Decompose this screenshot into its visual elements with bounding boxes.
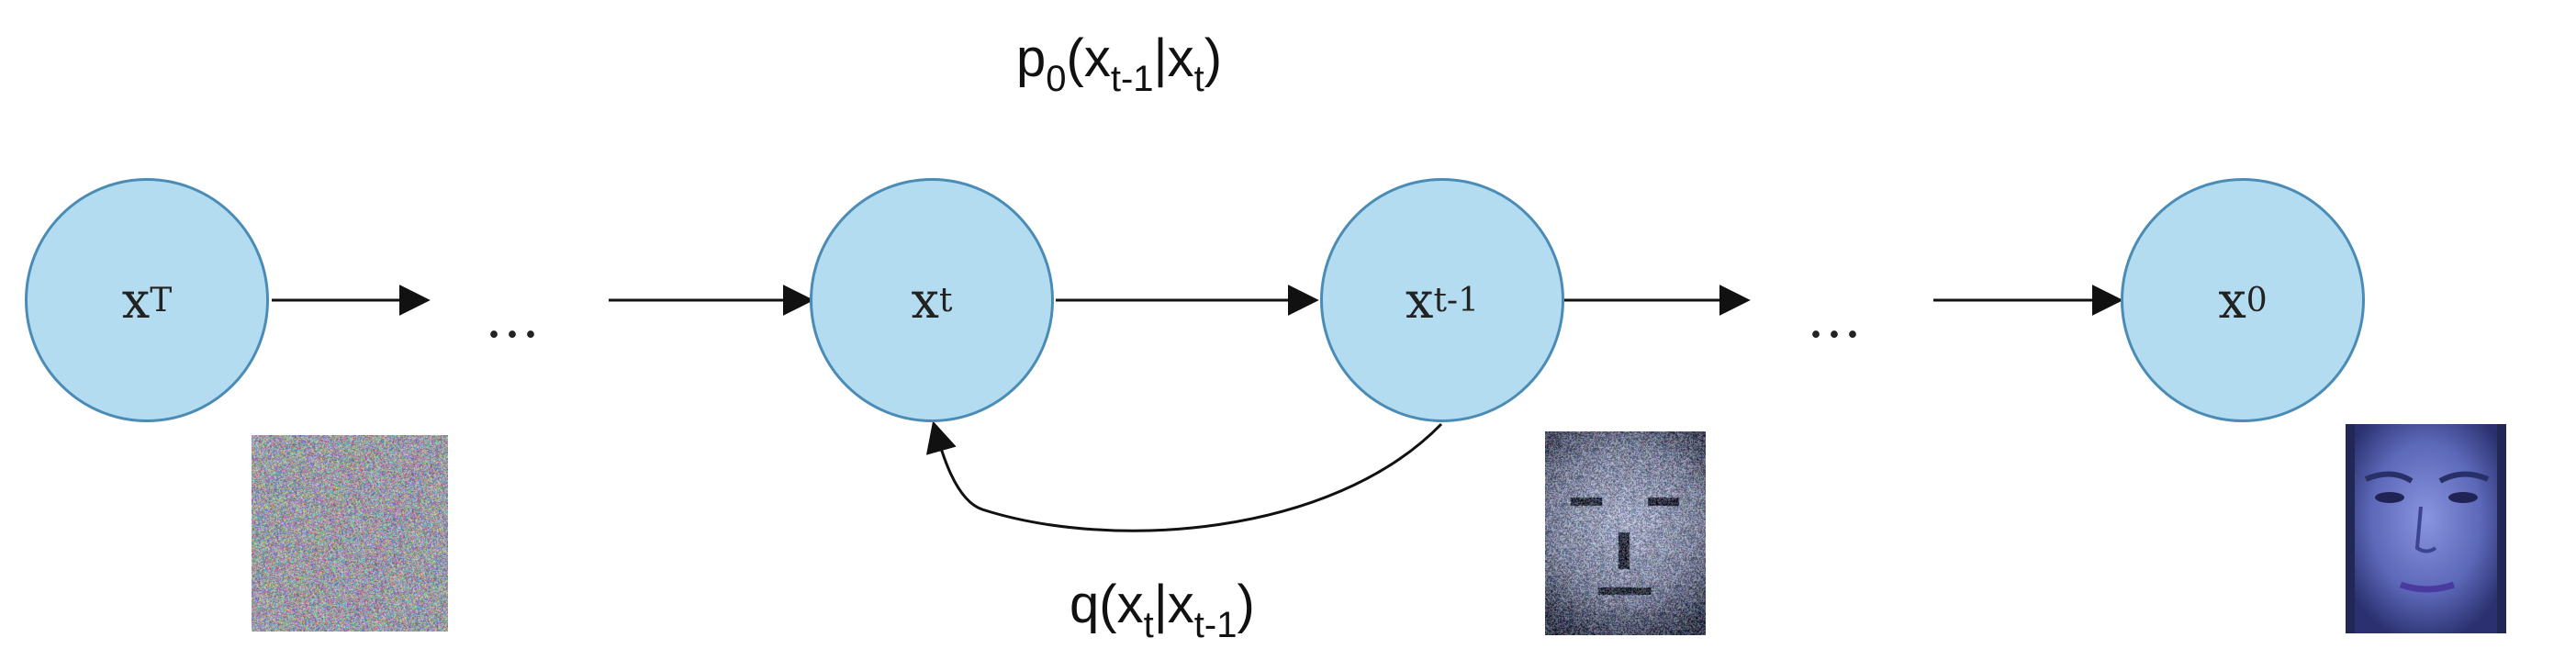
noisy-face-thumbnail — [1545, 431, 1706, 635]
rev-a: p — [1016, 28, 1047, 88]
node-x0-base: x — [2218, 271, 2246, 330]
rev-c: |x — [1153, 28, 1194, 88]
clean-face-thumbnail — [2346, 424, 2506, 633]
noise-image-thumbnail — [252, 435, 448, 632]
node-xT-base: x — [121, 271, 151, 330]
rev-a-sub: 0 — [1046, 59, 1067, 99]
node-xt-sub: t — [939, 281, 953, 319]
node-xT-sub: T — [150, 281, 173, 319]
rev-b-sub: t-1 — [1110, 59, 1154, 99]
fwd-a: q(x — [1070, 575, 1144, 634]
node-x0-sub: 0 — [2246, 281, 2268, 319]
fwd-b-sub: t-1 — [1193, 605, 1238, 645]
node-xt-1-base: x — [1405, 271, 1434, 330]
node-xt-base: x — [911, 271, 939, 330]
fwd-a-sub: t — [1143, 605, 1154, 645]
ellipsis-left: … — [485, 286, 543, 351]
fwd-c: ) — [1237, 575, 1255, 634]
rev-c-sub: t — [1193, 59, 1204, 99]
forward-process-curve — [925, 420, 1443, 532]
rev-b: (x — [1066, 28, 1111, 88]
rev-d: ) — [1204, 28, 1223, 88]
fwd-b: |x — [1153, 575, 1194, 634]
ellipsis-right: … — [1807, 286, 1865, 351]
node-xt-1-sub: t-1 — [1433, 281, 1479, 319]
forward-process-label: q(xt|xt-1) — [1070, 574, 1255, 646]
reverse-process-label: p0(xt-1|xt) — [1016, 28, 1222, 100]
